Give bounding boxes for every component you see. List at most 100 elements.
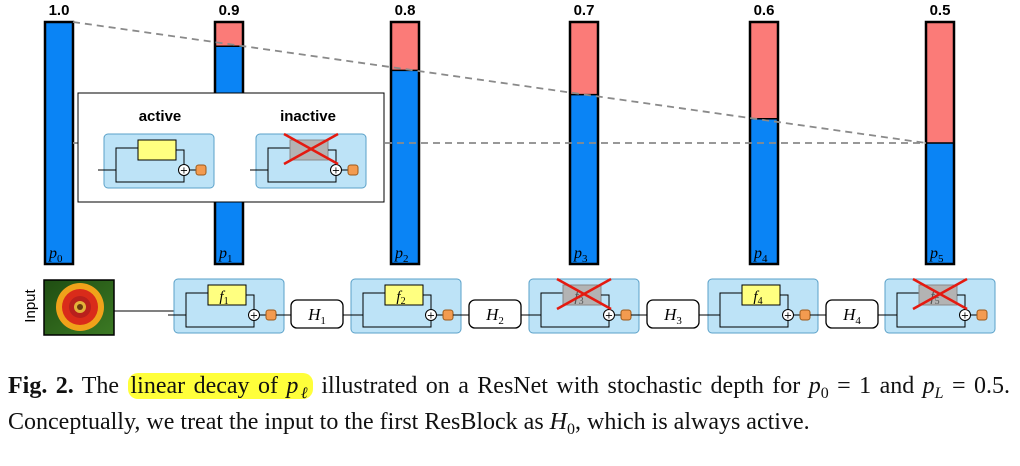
- bar-drop-segment: [391, 22, 419, 71]
- relu-square: [799, 309, 811, 321]
- caption-highlight-var: p: [286, 373, 299, 399]
- resblock-active: f1 +: [168, 278, 285, 334]
- residual-output-line: [328, 149, 337, 164]
- bar-p-label: p2: [394, 245, 409, 265]
- bar-p-label: p5: [929, 245, 944, 265]
- resblock-inactive: f5+: [879, 277, 996, 334]
- skip-connection: [540, 315, 610, 328]
- skip-connection: [267, 170, 337, 183]
- caption-math-2-rest: = 0.5: [943, 373, 1004, 399]
- relu-square: [195, 164, 207, 176]
- caption-math-2: p: [922, 373, 935, 399]
- hidden-state-box: H1: [276, 299, 345, 329]
- caption-text-3: and: [871, 373, 923, 399]
- linear-decay-lines: [72, 21, 927, 144]
- caption-highlight-text: linear decay of: [130, 373, 287, 399]
- resblock-inactive: f3+: [523, 277, 640, 334]
- relu-square: [976, 309, 988, 321]
- hidden-state-label: H4: [842, 305, 861, 327]
- residual-output-line: [957, 294, 966, 309]
- caption-text-4: . Conceptually, we treat the input to th…: [8, 373, 1010, 435]
- relu-square: [347, 164, 359, 176]
- caption-highlight-sub: ℓ: [298, 385, 310, 402]
- cross-out-stroke: [556, 277, 612, 311]
- legend-inactive-label: inactive: [280, 108, 336, 125]
- bar-value-label: 0.6: [754, 2, 775, 19]
- residual-output-line: [601, 294, 610, 309]
- bar-survive-segment: [750, 118, 778, 264]
- legend-active-label: active: [139, 108, 182, 125]
- bar-p-label: p4: [753, 245, 768, 265]
- figure-caption: Fig. 2. The linear decay of pℓ illustrat…: [8, 372, 1010, 444]
- bar-4: 0.6 p4: [748, 2, 780, 266]
- hidden-state-box: H4: [810, 299, 879, 329]
- hidden-state-label: H2: [485, 305, 504, 327]
- relu-square: [620, 309, 632, 321]
- skip-connection: [115, 170, 185, 183]
- bar-drop-segment: [750, 22, 778, 119]
- residual-function-label: f2: [396, 289, 405, 307]
- caption-math-2-sub: L: [934, 385, 944, 402]
- bar-survive-segment: [926, 143, 954, 264]
- bar-0: 1.0 p0: [43, 2, 75, 266]
- caption-math-1-sub: 0: [820, 385, 829, 402]
- hidden-state-box: H3: [631, 299, 702, 329]
- caption-math-1-rest: = 1: [828, 373, 872, 399]
- bar-p-label: p1: [218, 245, 233, 265]
- adder-plus: +: [180, 166, 188, 177]
- bar-3: 0.7 p3: [568, 2, 600, 266]
- resnet-chain: Input f1 + f2 + f3+ f4+ f5+ H1 H2 H3 H4: [22, 277, 996, 336]
- caption-math-1: p: [808, 373, 821, 399]
- caption-math-3: H: [549, 409, 567, 435]
- input-line: [345, 292, 385, 316]
- caption-highlight: linear decay of pℓ: [127, 373, 313, 402]
- caption-text-2: illustrated on a ResNet with stochastic …: [312, 373, 809, 399]
- bar-5: 0.5 p5: [924, 2, 956, 266]
- bar-p-label: p3: [573, 245, 588, 265]
- resblock-inactive: +: [250, 132, 367, 189]
- bar-value-label: 1.0: [49, 2, 70, 19]
- resblock-active: f4+: [702, 278, 819, 334]
- bar-survive-segment: [570, 94, 598, 264]
- resblock-active: +: [98, 133, 215, 189]
- caption-text-5: , which is always active.: [575, 409, 810, 435]
- input-image: [43, 279, 115, 336]
- resblock-active: f2 +: [345, 278, 462, 334]
- adder-plus: +: [784, 311, 792, 322]
- bar-survive-segment: [45, 22, 73, 264]
- bar-value-label: 0.8: [395, 2, 416, 19]
- bar-value-label: 0.7: [574, 2, 595, 19]
- adder-plus: +: [427, 311, 435, 322]
- caption-label: Fig. 2.: [8, 373, 74, 399]
- adder-plus: +: [250, 311, 258, 322]
- bar-value-label: 0.9: [219, 2, 240, 19]
- skip-connection: [719, 315, 789, 328]
- cross-out-stroke: [283, 132, 339, 166]
- hidden-state-label: H1: [307, 305, 326, 327]
- residual-output-line: [423, 294, 432, 309]
- skip-connection: [185, 315, 255, 328]
- hidden-state-box: H2: [453, 299, 523, 329]
- bar-drop-segment: [570, 22, 598, 95]
- skip-connection: [896, 315, 966, 328]
- bar-p-label: p0: [48, 245, 63, 265]
- residual-function-box: [137, 139, 177, 161]
- input-line: [250, 147, 290, 171]
- residual-function-label: f1: [219, 289, 228, 307]
- legend-inactive-resblock: +: [250, 132, 367, 189]
- input-line: [98, 147, 138, 171]
- input-line: [168, 292, 208, 316]
- hidden-state-label: H3: [663, 305, 682, 327]
- bar-value-label: 0.5: [930, 2, 951, 19]
- caption-text-1: The: [73, 373, 128, 399]
- bar-survive-segment: [391, 70, 419, 265]
- caption-math-3-sub: 0: [567, 421, 575, 438]
- cross-out-stroke: [912, 277, 968, 311]
- input-line: [523, 292, 563, 316]
- residual-output-line: [246, 294, 255, 309]
- input-label: Input: [22, 288, 39, 322]
- bar-drop-segment: [926, 22, 954, 143]
- skip-connection: [362, 315, 432, 328]
- legend-active-resblock: +: [98, 133, 215, 189]
